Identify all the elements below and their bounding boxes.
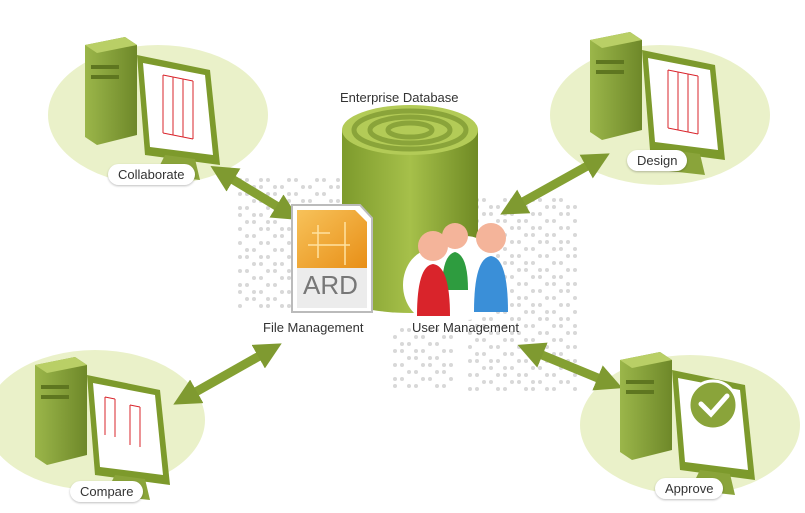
- users-icon: [403, 223, 508, 321]
- user-management-label: User Management: [412, 320, 519, 335]
- arrow-approve: [517, 342, 623, 391]
- computer-compare-icon: [35, 357, 170, 500]
- file-badge-text: ARD: [303, 270, 358, 300]
- file-document-icon: [291, 204, 373, 313]
- checkmark-icon: [687, 379, 739, 431]
- file-management-label: File Management: [263, 320, 364, 335]
- arrow-design: [500, 153, 610, 215]
- database-label: Enterprise Database: [340, 90, 459, 105]
- design-node-label[interactable]: Design: [627, 150, 688, 171]
- collaborate-node-label[interactable]: Collaborate: [108, 164, 195, 185]
- arrow-collaborate: [210, 166, 300, 220]
- computer-collaborate-icon: [85, 37, 220, 180]
- arrow-compare: [173, 343, 282, 405]
- compare-node-label[interactable]: Compare: [70, 481, 144, 502]
- approve-node-label[interactable]: Approve: [655, 478, 724, 499]
- arrows: [173, 153, 623, 405]
